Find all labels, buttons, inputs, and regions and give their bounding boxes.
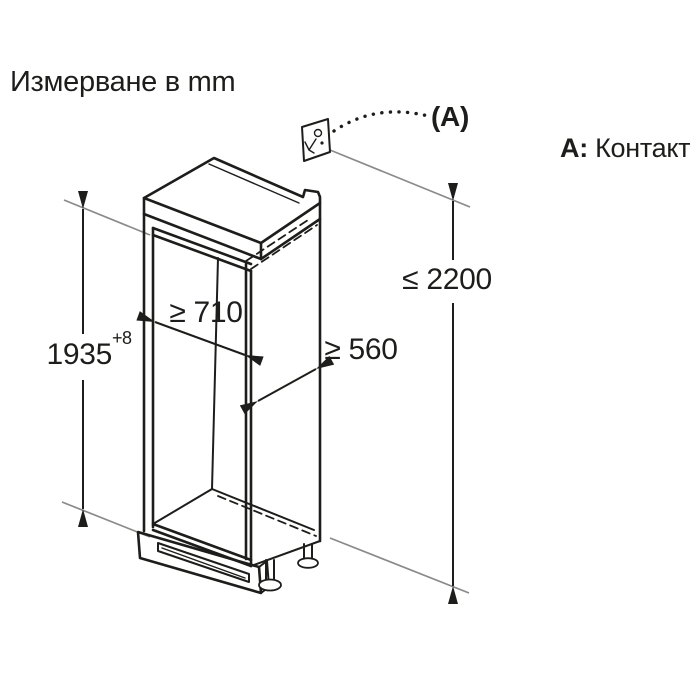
niche-ceiling (151, 226, 253, 273)
dim-niche-height-value: 1935 (46, 338, 112, 371)
dim-max-height-label: ≤ 2200 (402, 263, 492, 296)
plinth (136, 530, 270, 595)
hidden-edges (217, 217, 318, 537)
socket-callout-label: (A) (431, 101, 469, 132)
dimension-niche-width (136, 311, 264, 366)
dotted-leader-line (332, 110, 430, 133)
power-socket-icon (301, 118, 331, 162)
page-title: Измерване в mm (10, 66, 236, 98)
dim-niche-height-label: 1935+8 (34, 328, 144, 372)
dimension-niche-depth (239, 355, 335, 415)
dim-niche-height-tolerance: +8 (112, 328, 132, 348)
socket-legend: A: Контакт (560, 133, 691, 164)
top-panel (142, 156, 322, 261)
socket-legend-key: A: (560, 133, 588, 163)
adjustable-feet (258, 543, 319, 592)
dim-niche-width-label: ≥ 710 (169, 296, 243, 329)
niche-floor (151, 488, 315, 568)
dim-niche-depth-label: ≥ 560 (324, 333, 398, 366)
socket-legend-value: Контакт (595, 133, 691, 163)
